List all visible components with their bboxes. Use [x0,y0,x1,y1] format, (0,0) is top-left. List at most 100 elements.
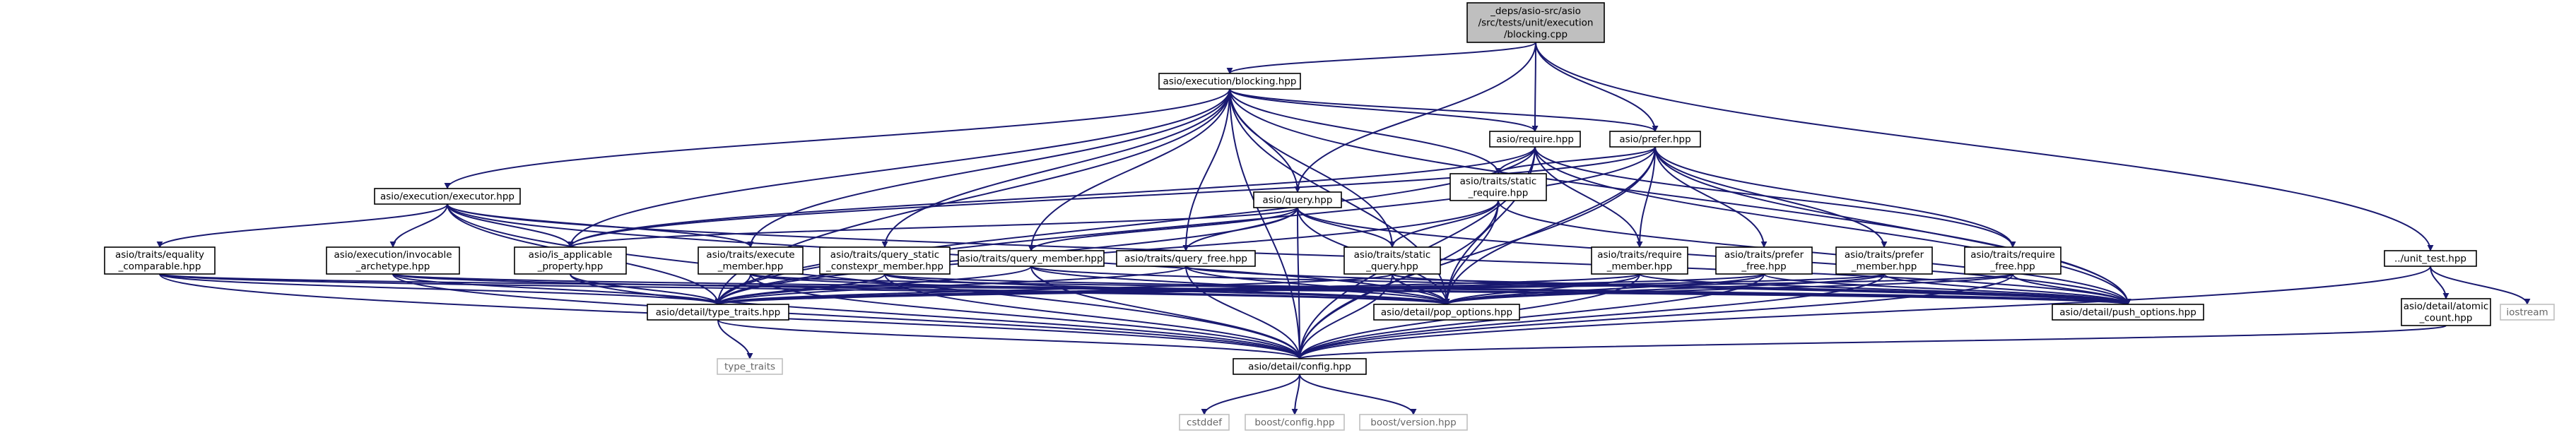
node-pop-options[interactable]: asio/detail/pop_options.hpp [1373,304,1520,321]
edge-query_static-to-config [884,273,1303,359]
node-label: _constexpr_member.hpp [825,261,943,273]
node-box [958,250,1105,267]
edge-prefer_member-to-config [1296,273,1885,359]
node-box [819,246,951,275]
node-label: _property.hpp [537,261,604,273]
node-label: asio/traits/prefer [1845,249,1924,261]
edge-prefer-to-pop_options [1443,146,1656,305]
node-require-member[interactable]: asio/traits/require_member.hpp [1591,246,1688,275]
node-type-traits[interactable]: asio/detail/type_traits.hpp [647,304,789,321]
node-execute-member[interactable]: asio/traits/execute_member.hpp [698,246,804,275]
edge-require-to-require_free [1534,146,2016,248]
node-box [374,188,521,205]
edge-equality-to-type_traits [159,273,722,305]
node-executor[interactable]: asio/execution/executor.hpp [374,188,521,205]
edge-blocking-to-execute_member [747,88,1230,248]
node-config[interactable]: asio/detail/config.hpp [1233,358,1367,375]
node-unit-test[interactable]: ../unit_test.hpp [2384,250,2477,267]
node-label: _free.hpp [1989,261,2035,273]
node-label: /src/tests/unit/execution [1478,17,1594,28]
node-require-free[interactable]: asio/traits/require_free.hpp [1964,246,2062,275]
node-box [1373,304,1520,321]
node-static-query[interactable]: asio/traits/static_query.hpp [1343,246,1441,275]
node-label: asio/detail/pop_options.hpp [1381,306,1512,318]
node-box [1245,414,1345,431]
edge-blocking-to-executor [444,88,1230,189]
node-equality[interactable]: asio/traits/equality_comparable.hpp [104,246,216,275]
node-cstddef: cstddef [1179,414,1230,431]
node-label: type_traits [724,361,775,372]
node-prefer-free[interactable]: asio/traits/prefer_free.hpp [1715,246,1813,275]
edge-is_applicable-to-config [570,273,1303,359]
node-label: _free.hpp [1741,261,1786,273]
edge-unit_test-to-config [1296,266,2431,359]
node-label: asio/traits/static [1354,249,1431,261]
node-label: _require.hpp [1468,188,1529,199]
node-invocable[interactable]: asio/execution/invocable_archetype.hpp [326,246,460,275]
node-label: asio/execution/invocable [334,249,452,261]
node-label: iostream [2506,306,2548,318]
edge-blocking-to-static_require [1229,88,1502,174]
node-label: asio/detail/atomic [2404,301,2489,312]
edge-require_member-to-pop_options [1443,273,1640,305]
edge-execute_member-to-config [750,273,1303,359]
node-label: asio/traits/equality [115,249,204,261]
edge-static_query-to-type_traits [714,273,1393,305]
file-nodes: _deps/asio-src/asio/src/tests/unit/execu… [104,2,2555,431]
node-label: _archetype.hpp [355,261,430,273]
node-label: asio/traits/require [1970,249,2055,261]
node-label: _member.hpp [717,261,784,273]
node-box [1179,414,1230,431]
node-boost-config: boost/config.hpp [1245,414,1345,431]
node-label: /blocking.cpp [1504,29,1568,40]
node-box [104,246,216,275]
node-query-member[interactable]: asio/traits/query_member.hpp [958,250,1105,267]
node-label: _query.hpp [1365,261,1418,273]
node-label: asio/traits/static [1460,176,1537,187]
edge-executor-to-config [447,203,1303,359]
edge-require_free-to-pop_options [1443,273,2013,305]
node-box [1835,246,1933,275]
edge-require_free-to-type_traits [715,273,2013,305]
edge-prefer-to-require_free [1654,146,2016,248]
node-atomic-count[interactable]: asio/detail/atomic_count.hpp [2401,298,2491,326]
edge-prefer_member-to-pop_options [1443,273,1885,305]
edge-query_member-to-pop_options [1030,266,1450,305]
node-label: asio/execution/blocking.hpp [1163,76,1297,87]
node-box [1233,358,1367,375]
node-blocking[interactable]: asio/execution/blocking.hpp [1158,73,1301,90]
edge-query_free-to-pop_options [1185,266,1450,305]
edge-unit_test-to-atomic_count [2430,266,2449,299]
node-box [2500,304,2555,321]
node-query-static[interactable]: asio/traits/query_static_constexpr_membe… [819,246,951,275]
edge-require_member-to-push_options [1639,273,2131,305]
node-label: cstddef [1187,417,1223,428]
node-box [1609,131,1701,148]
edge-root-to-blocking [1226,42,1536,74]
node-query-free[interactable]: asio/traits/query_free.hpp [1116,250,1256,267]
edge-type_traits-to-config [717,319,1303,359]
edge-root-to-require [1531,42,1539,132]
node-is-applicable[interactable]: asio/is_applicable_property.hpp [514,246,627,275]
node-box [1449,173,1547,201]
node-box [1116,250,1256,267]
node-box [514,246,627,275]
edge-blocking-to-static_query [1229,88,1396,248]
node-prefer-member[interactable]: asio/traits/prefer_member.hpp [1835,246,1933,275]
edge-static_query-to-push_options [1392,273,2131,305]
node-query[interactable]: asio/query.hpp [1253,191,1342,208]
node-box [1359,414,1468,431]
node-push-options[interactable]: asio/detail/push_options.hpp [2052,304,2204,321]
node-box [326,246,460,275]
node-boost-version: boost/version.hpp [1359,414,1468,431]
edge-invocable-to-pop_options [392,273,1449,305]
node-root[interactable]: _deps/asio-src/asio/src/tests/unit/execu… [1466,2,1605,43]
node-prefer[interactable]: asio/prefer.hpp [1609,131,1701,148]
node-require[interactable]: asio/require.hpp [1489,131,1581,148]
edge-root-to-unit_test [1535,42,2434,251]
edge-config-to-boost_version [1299,374,1417,415]
node-box [1489,131,1581,148]
edge-query_free-to-config [1185,266,1303,359]
node-static-require[interactable]: asio/traits/static_require.hpp [1449,173,1547,201]
